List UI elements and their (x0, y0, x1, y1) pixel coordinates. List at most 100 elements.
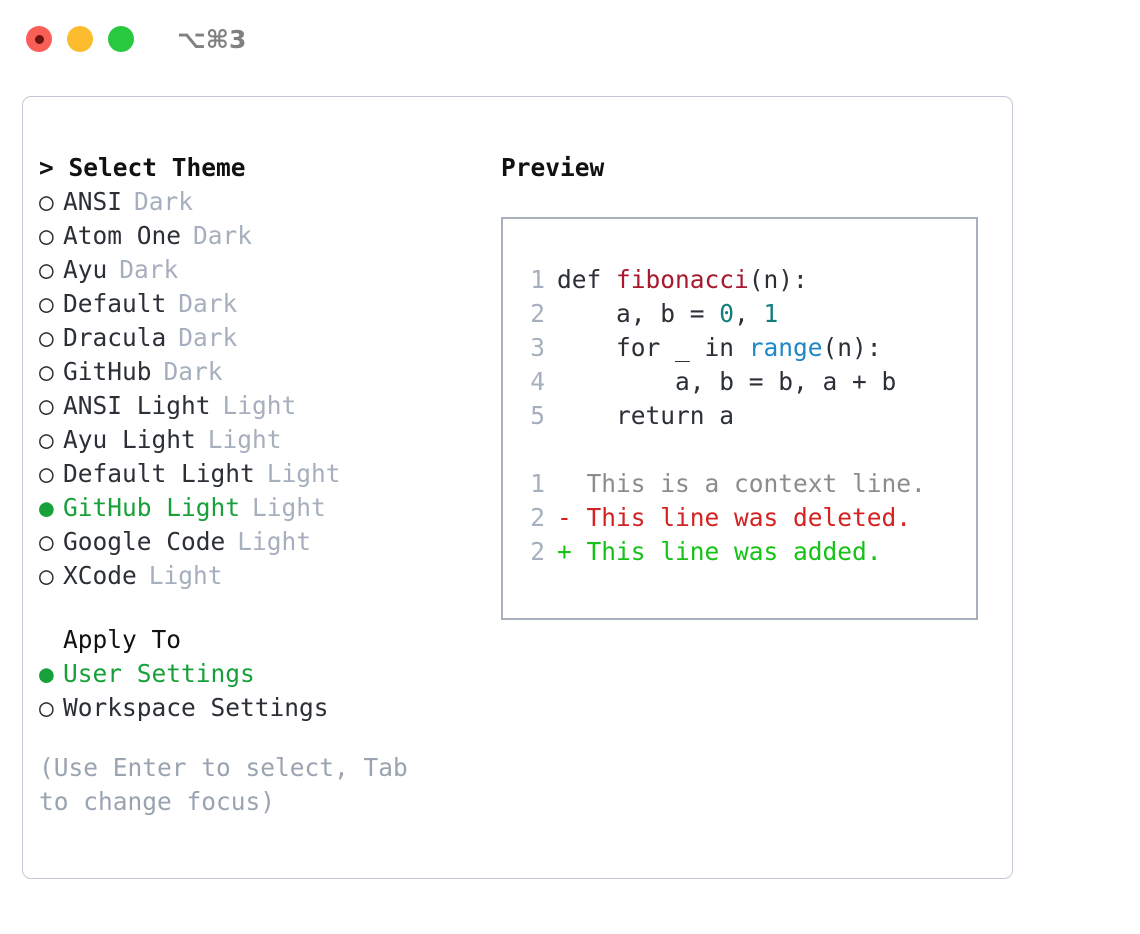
code-token-number: 1 (763, 299, 779, 328)
theme-option-variant: Light (148, 561, 223, 590)
minimize-button[interactable] (67, 26, 93, 52)
maximize-button[interactable] (108, 26, 134, 52)
apply-to-option-label: User Settings (63, 659, 255, 688)
code-line-number: 1 (530, 265, 545, 294)
radio-unselected-icon: ○ (39, 693, 54, 722)
theme-option-label: ANSI (63, 187, 123, 216)
apply-to-option-user-settings[interactable]: ● User Settings (39, 657, 493, 691)
theme-option-variant: Light (207, 425, 282, 454)
theme-option-atom-one[interactable]: ○ Atom One Dark (39, 219, 493, 253)
theme-option-label: Google Code (63, 527, 226, 556)
radio-unselected-icon: ○ (39, 289, 54, 318)
theme-option-google-code[interactable]: ○ Google Code Light (39, 525, 493, 559)
theme-option-label: XCode (63, 561, 137, 590)
theme-option-label: GitHub (63, 357, 152, 386)
select-theme-header: > Select Theme (39, 153, 246, 182)
code-line-content: a, b = 0, 1 (557, 297, 778, 331)
theme-option-label: GitHub Light (63, 493, 241, 522)
radio-unselected-icon: ○ (39, 255, 54, 284)
theme-option-github-light[interactable]: ● GitHub Light Light (39, 491, 493, 525)
radio-unselected-icon: ○ (39, 357, 54, 386)
diff-line-number: 2 (530, 537, 545, 566)
theme-option-ansi[interactable]: ○ ANSI Dark (39, 185, 493, 219)
theme-option-github[interactable]: ○ GitHub Dark (39, 355, 493, 389)
radio-selected-icon: ● (39, 493, 54, 522)
window-title: ⌥⌘3 (177, 24, 247, 54)
apply-to-option-workspace-settings[interactable]: ○Workspace Settings (39, 691, 493, 725)
radio-unselected-icon: ○ (39, 323, 54, 352)
radio-unselected-icon: ○ (39, 187, 54, 216)
radio-selected-icon: ● (39, 659, 54, 688)
close-button[interactable] (26, 26, 52, 52)
theme-option-variant: Dark (193, 221, 253, 250)
code-line-number: 2 (530, 299, 545, 328)
diff-marker-added: + (557, 537, 572, 566)
theme-option-label: Atom One (63, 221, 182, 250)
diff-line-text: This line was deleted. (571, 503, 912, 532)
keyboard-hint: (Use Enter to select, Tab to change focu… (39, 753, 408, 816)
theme-option-label: Ayu (63, 255, 108, 284)
code-token-plain: (n): (822, 333, 882, 362)
radio-unselected-icon: ○ (39, 459, 54, 488)
code-line-content: def fibonacci(n): (557, 263, 808, 297)
radio-unselected-icon: ○ (39, 527, 54, 556)
theme-option-variant: Dark (134, 187, 194, 216)
radio-unselected-icon: ○ (39, 561, 54, 590)
code-line-number: 4 (530, 367, 545, 396)
theme-option-label: ANSI Light (63, 391, 211, 420)
code-token-plain: a, b = (557, 299, 720, 328)
theme-option-variant: Dark (163, 357, 223, 386)
code-line: 2 a, b = 0, 1 (519, 297, 976, 331)
diff-line-number: 2 (530, 503, 545, 532)
diff-marker-context (557, 467, 572, 501)
radio-unselected-icon: ○ (39, 425, 54, 454)
code-line-content: a, b = b, a + b (557, 365, 896, 399)
code-token-plain: return a (557, 401, 735, 430)
theme-option-ayu-light[interactable]: ○ Ayu Light Light (39, 423, 493, 457)
code-token-number: 0 (719, 299, 735, 328)
diff-marker-deleted: - (557, 503, 572, 532)
diff-line-text: This line was added. (571, 537, 882, 566)
code-line-content: return a (557, 399, 734, 433)
code-line: 3 for _ in range(n): (519, 331, 976, 365)
preview-header: Preview (501, 153, 605, 182)
theme-option-label: Dracula (63, 323, 167, 352)
theme-option-label: Default Light (63, 459, 255, 488)
theme-option-label: Ayu Light (63, 425, 196, 454)
apply-to-option-list[interactable]: ● User Settings ○Workspace Settings (39, 657, 493, 725)
apply-to-header: Apply To (63, 625, 182, 654)
theme-option-variant: Light (266, 459, 341, 488)
diff-line: 2 + This line was added. (519, 535, 976, 569)
theme-option-default-light[interactable]: ○ Default Light Light (39, 457, 493, 491)
theme-option-variant: Light (237, 527, 312, 556)
theme-option-variant: Light (252, 493, 326, 522)
code-token-plain: def (557, 265, 617, 294)
code-token-call: range (748, 333, 823, 362)
diff-line-number: 1 (530, 469, 545, 498)
code-line-number: 3 (530, 333, 545, 362)
radio-unselected-icon: ○ (39, 221, 54, 250)
theme-option-xcode[interactable]: ○ XCode Light (39, 559, 493, 593)
code-token-plain: a, b = b, a + b (557, 367, 897, 396)
diff-line: 2- This line was deleted. (519, 501, 976, 535)
code-line: 1 def fibonacci(n): (519, 263, 976, 297)
code-token-plain: (n): (748, 265, 808, 294)
diff-sample: 1 This is a context line.2- This line wa… (519, 467, 976, 569)
diff-line: 1 This is a context line. (519, 467, 976, 501)
title-bar: ⌥⌘3 (0, 0, 1140, 78)
code-token-function: fibonacci (616, 265, 749, 294)
diff-line-text: This is a context line. (571, 469, 926, 498)
code-line-content: for _ in range(n): (557, 331, 882, 365)
code-line-number: 5 (530, 401, 545, 430)
